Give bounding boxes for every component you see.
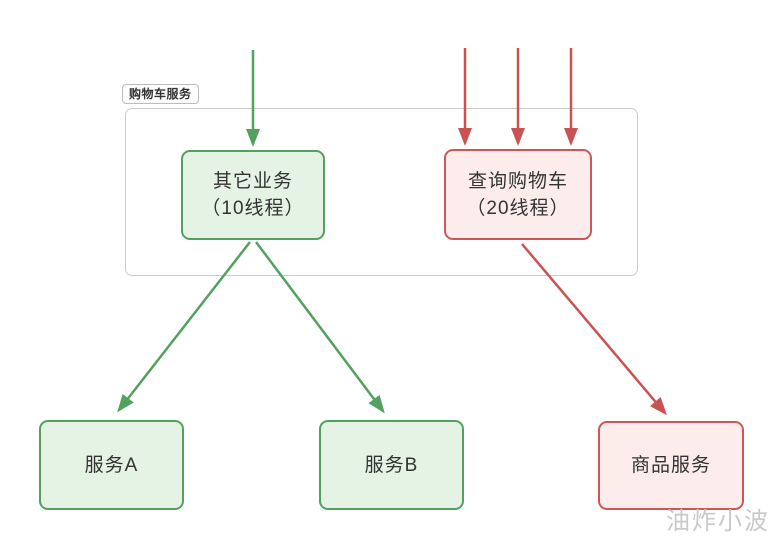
arrow-other-business-to-service-b — [255, 241, 385, 414]
node-service-a: 服务A — [39, 420, 184, 510]
node-query-cart-label-line1: 查询购物车 — [467, 170, 568, 192]
node-service-a-label: 服务A — [84, 454, 139, 476]
watermark: 油炸小波 — [666, 508, 770, 535]
node-other-business: 其它业务 （10线程） — [181, 150, 325, 240]
node-service-b-label: 服务B — [364, 454, 419, 476]
node-query-cart-label-line2: （20线程） — [466, 197, 570, 219]
node-product-service-label: 商品服务 — [630, 455, 711, 476]
node-other-business-label-line1: 其它业务 — [212, 171, 293, 192]
node-product-service: 商品服务 — [598, 421, 744, 510]
arrow-other-business-to-service-a — [117, 241, 251, 413]
group-container-shopping-cart-service — [125, 108, 638, 276]
node-query-cart: 查询购物车 （20线程） — [444, 149, 592, 240]
arrow-query-cart-to-product-service — [521, 243, 667, 416]
node-service-b: 服务B — [319, 420, 464, 510]
node-other-business-label-line2: （10线程） — [201, 198, 305, 219]
group-label-shopping-cart-service: 购物车服务 — [122, 84, 199, 104]
